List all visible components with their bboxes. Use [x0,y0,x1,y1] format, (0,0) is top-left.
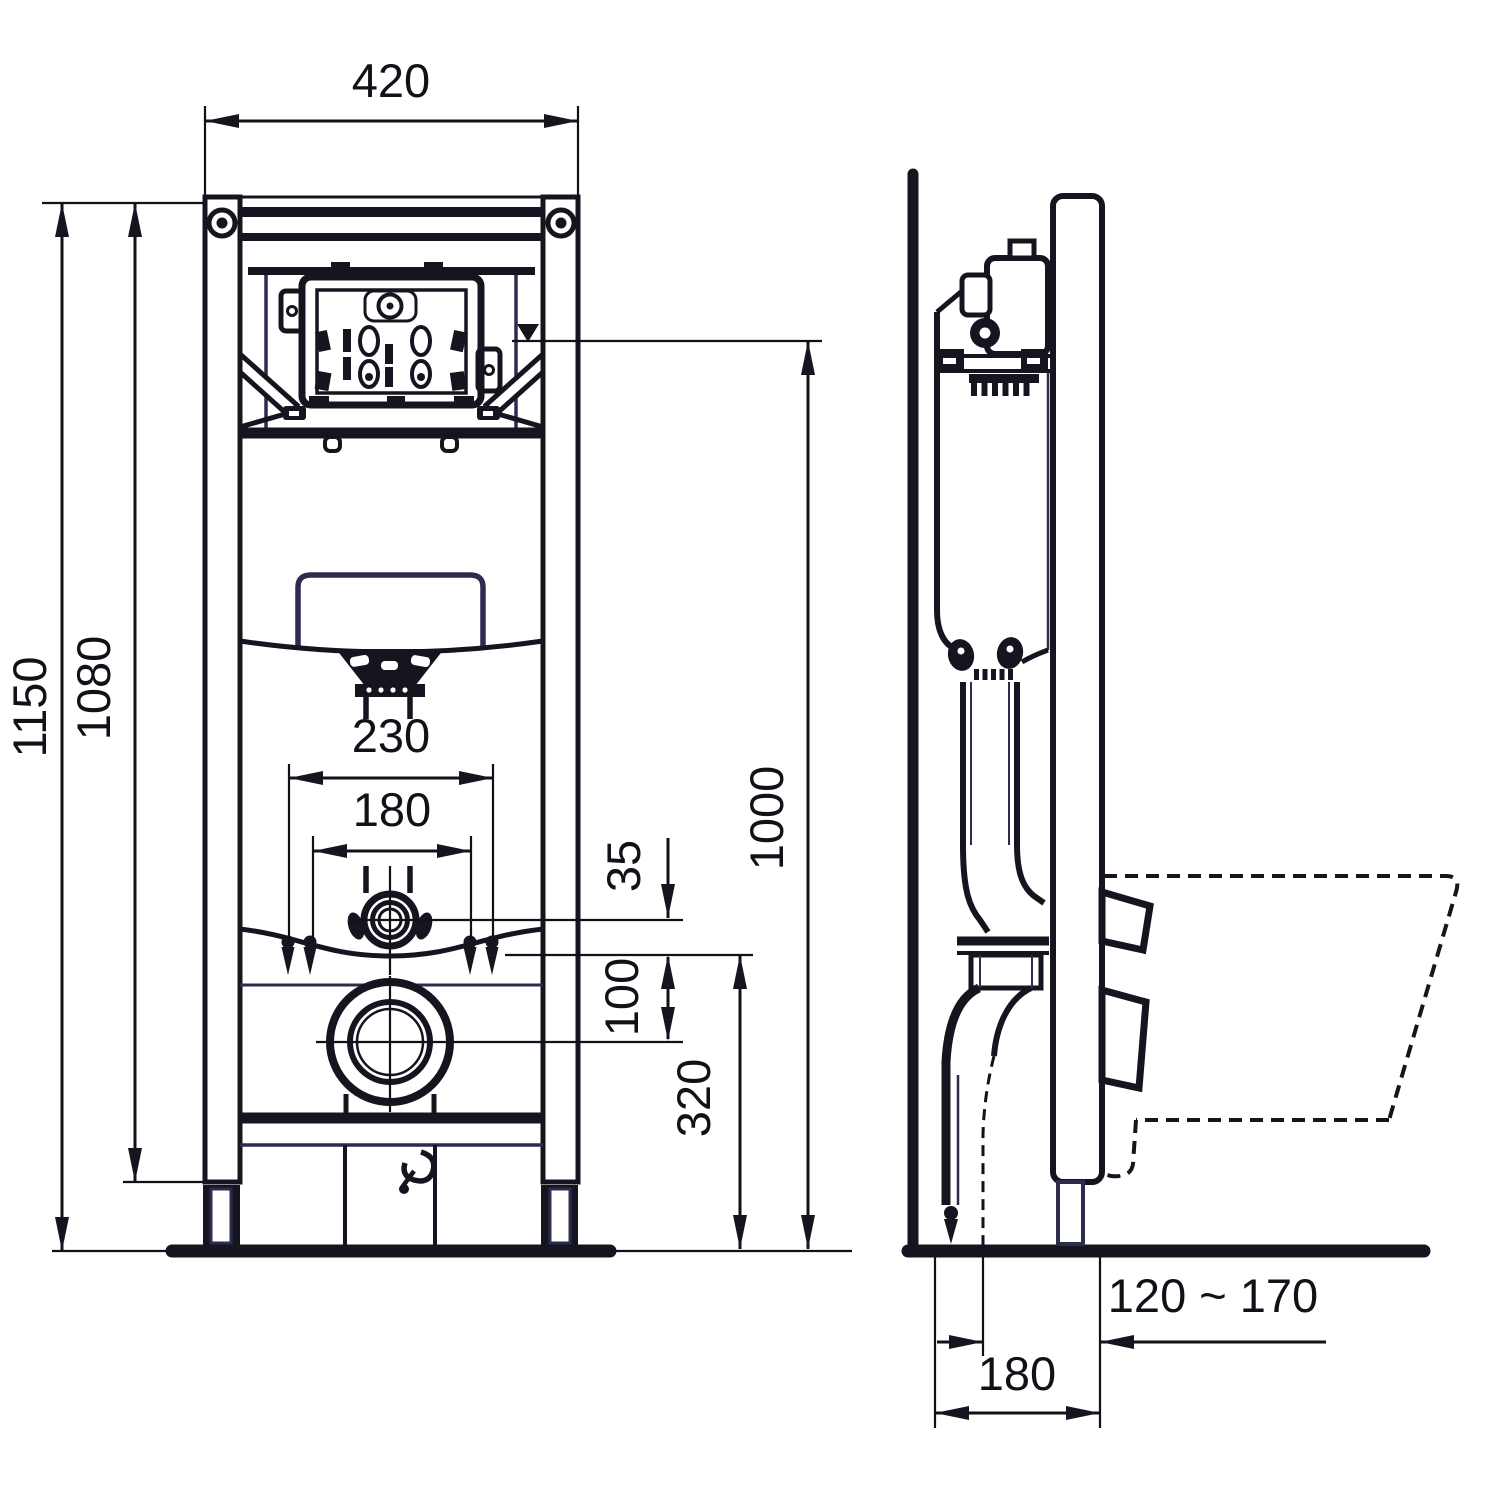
lower-crossbar [238,1112,543,1248]
fill-valve [959,238,1051,357]
frame-right-upright [540,194,581,1185]
dimension-frame-depth: 180 [933,1257,1100,1428]
drain-elbow [941,983,1033,1248]
cistern-opening [239,572,544,655]
flush-pipe [960,682,1046,934]
dim-frame-width: 420 [352,54,430,107]
rail-foot [1056,1180,1085,1246]
dimension-level-height: 1000 [512,324,822,1249]
flush-valve-outlet [336,649,444,893]
side-view: 120 ~ 170 180 [901,168,1460,1428]
wall-hung-bowl-outline [1098,874,1460,1179]
dimension-inlet-to-outlet: 100 [505,953,753,1041]
mounting-lug-lower [1098,985,1150,1093]
anchor-bolts [281,935,499,975]
frame-left-upright [202,194,243,1185]
bowl-connection [957,936,1049,991]
hook-icon [399,1149,437,1194]
dimension-inlet-offset: 35 [352,838,683,922]
dim-inlet-offset: 35 [597,840,650,892]
dim-inlet-to-outlet: 100 [595,958,648,1036]
dimension-bolt-spacing-inner: 180 [311,783,473,940]
dim-outlet-height: 320 [667,1059,720,1137]
dimension-outlet-height: 320 [667,955,747,1249]
frame-rail-profile [1050,193,1105,1185]
dimension-bolt-spacing-outer: 230 [287,709,495,940]
water-level-icon [517,324,539,342]
dimension-frame-width: 420 [203,54,580,210]
dim-offset-range: 120 ~ 170 [1108,1269,1318,1322]
drain-outlet [316,976,683,1116]
dim-bolt-spacing-outer: 230 [352,709,430,762]
dim-bolt-spacing-inner: 180 [353,783,431,836]
screw-icon [376,292,404,320]
dim-frame-height: 1080 [67,636,120,741]
dim-level-height: 1000 [740,766,793,871]
cistern-profile [934,238,1051,680]
mounting-lug-upper [1098,887,1154,955]
frame-braces [237,348,546,453]
dimension-offset-range: 120 ~ 170 [937,1257,1326,1428]
support-frame [202,194,581,1185]
flush-plate-access-box [278,262,503,409]
dim-frame-depth: 180 [978,1347,1056,1400]
front-view: 420 1150 1080 230 [3,54,852,1258]
dimension-frame-height: 1080 [67,203,203,1184]
dim-overall-height: 1150 [3,656,56,757]
corner-bolt-right-icon [545,207,577,239]
adjustable-feet [203,1185,578,1251]
corner-bolt-left-icon [206,207,238,239]
dimension-overall-height: 1150 [3,201,203,1251]
